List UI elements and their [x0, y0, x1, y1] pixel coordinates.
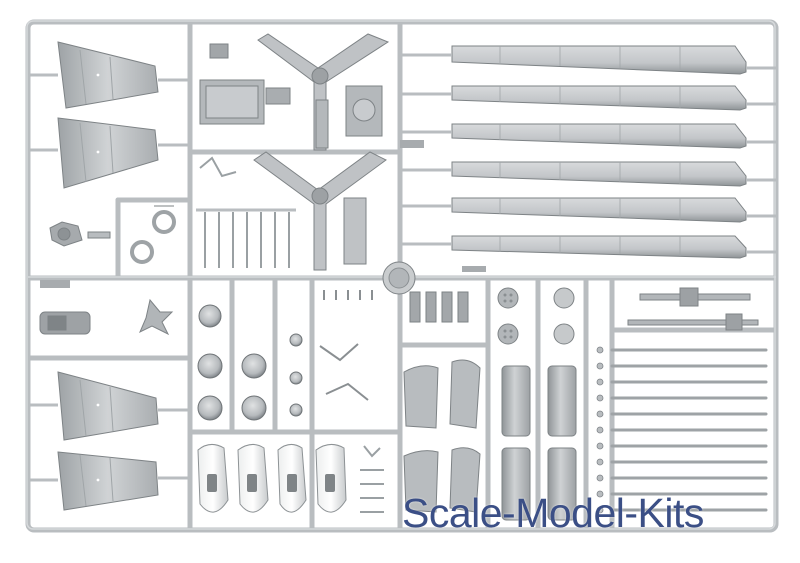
sprue-gates-left	[28, 73, 190, 482]
engine-pod-parts	[197, 444, 347, 513]
rotor-blade-ribs	[499, 46, 681, 256]
panel-parts	[199, 43, 383, 265]
round-disk-part	[382, 261, 416, 295]
frame-nubs	[40, 140, 486, 288]
pin-parts-row	[196, 156, 296, 268]
rod-end-caps	[596, 346, 604, 514]
y-frame-parts	[253, 33, 390, 271]
small-pin-parts	[360, 445, 384, 513]
strut-parts	[319, 290, 373, 401]
rotor-blade-gates	[400, 53, 776, 254]
gun-barrel-parts	[627, 287, 759, 331]
watermark-text: Scale-Model-Kits	[402, 490, 704, 536]
cylinder-parts	[497, 287, 577, 521]
tail-fin-parts	[57, 41, 159, 511]
curved-panel-parts	[403, 291, 481, 513]
disc-holes	[503, 293, 513, 339]
small-left-parts	[39, 205, 176, 336]
wheel-parts	[197, 304, 303, 421]
sprue-frame	[25, 19, 779, 533]
rotor-blades	[451, 45, 747, 259]
rod-parts	[610, 348, 768, 512]
